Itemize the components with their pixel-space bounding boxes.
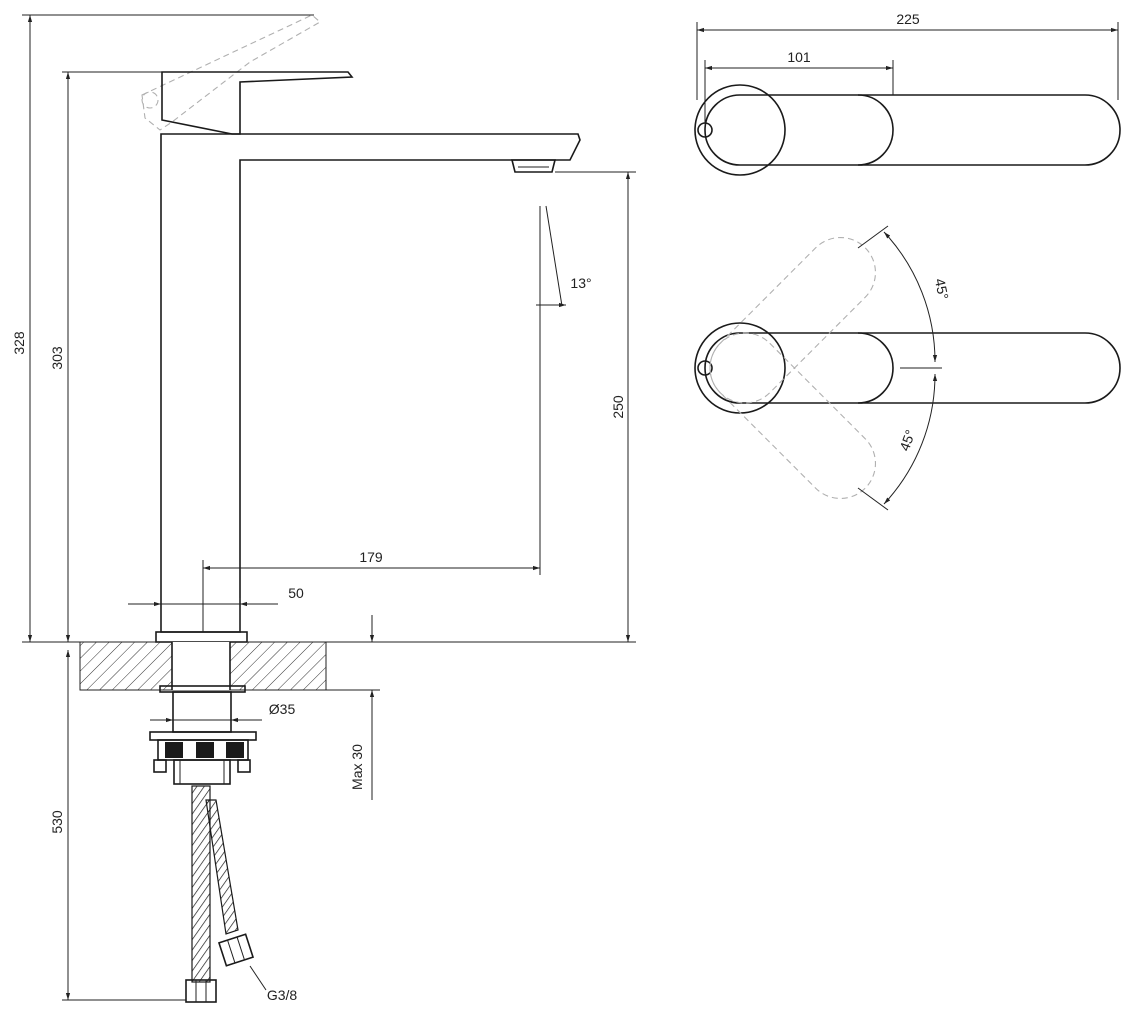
side-view bbox=[22, 14, 636, 1003]
lever-handle bbox=[161, 71, 354, 135]
label-handle-base: 101 bbox=[787, 49, 811, 65]
handle-top bbox=[704, 94, 1121, 166]
escutcheon-top bbox=[694, 84, 786, 176]
mounting-nut bbox=[149, 731, 257, 785]
rotation-arc-down bbox=[883, 373, 938, 505]
handle-ghost-down bbox=[709, 332, 876, 499]
label-body-width: 50 bbox=[288, 585, 304, 601]
label-spout-angle: 13° bbox=[570, 275, 591, 291]
label-body-height: 303 bbox=[49, 346, 65, 370]
aerator bbox=[510, 159, 557, 173]
handle-ghost-up bbox=[709, 237, 876, 404]
rotation-arc-up bbox=[883, 231, 938, 363]
rotation-view bbox=[694, 225, 1121, 511]
label-max-counter: Max 30 bbox=[349, 744, 365, 790]
mounting-shank bbox=[172, 691, 232, 733]
base-ring bbox=[155, 631, 248, 643]
label-spout-reach: 179 bbox=[359, 549, 383, 565]
escutcheon-rotation bbox=[694, 322, 786, 414]
label-connection-thread: G3/8 bbox=[267, 987, 298, 1003]
label-hole-diameter: Ø35 bbox=[269, 701, 296, 717]
label-hose-length: 530 bbox=[49, 810, 65, 834]
label-spout-height: 250 bbox=[610, 395, 626, 419]
supply-hoses bbox=[185, 785, 267, 1003]
label-overall-height: 328 bbox=[11, 331, 27, 355]
label-rotation-down: 45° bbox=[896, 428, 918, 453]
handle-rotation bbox=[704, 332, 1121, 404]
label-handle-length: 225 bbox=[896, 11, 920, 27]
top-view bbox=[694, 22, 1121, 176]
label-rotation-up: 45° bbox=[932, 277, 952, 301]
